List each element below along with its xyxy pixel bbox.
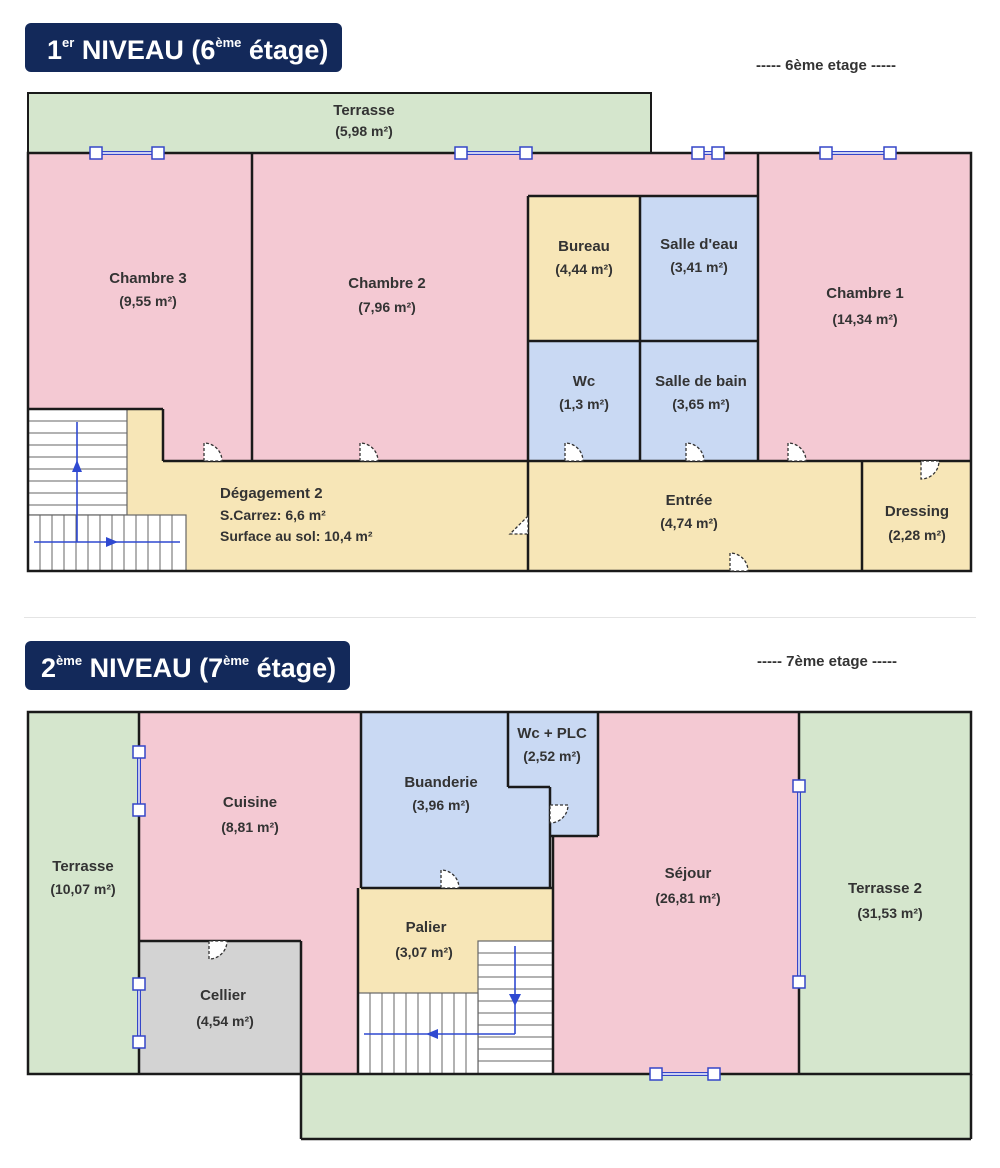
staircase-icon bbox=[357, 940, 554, 1075]
label-terrasse-area: (5,98 m²) bbox=[335, 123, 393, 139]
label-wc-plc-area: (2,52 m²) bbox=[523, 748, 581, 764]
label-terrasse-2-name: Terrasse 2 bbox=[848, 880, 922, 897]
window-icon bbox=[89, 146, 897, 160]
walls-level-2 bbox=[26, 710, 973, 1141]
label-sejour-area: (26,81 m²) bbox=[655, 890, 720, 906]
room-cellier bbox=[139, 941, 301, 1074]
room-wc-plc bbox=[508, 712, 598, 836]
label-buanderie-name: Buanderie bbox=[404, 774, 477, 791]
level-1-title: 1er NIVEAU (6ème étage) bbox=[25, 23, 343, 72]
label-cellier-name: Cellier bbox=[200, 987, 246, 1004]
label-cuisine-area: (8,81 m²) bbox=[221, 819, 279, 835]
door-swing-icon bbox=[203, 442, 940, 572]
label-bureau-name: Bureau bbox=[558, 238, 610, 255]
label-terrasse-name: Terrasse bbox=[333, 102, 394, 119]
label-cellier-area: (4,54 m²) bbox=[196, 1013, 254, 1029]
label-wc-plc-name: Wc + PLC bbox=[517, 725, 587, 742]
label-degagement-2-name: Dégagement 2 bbox=[220, 485, 323, 502]
room-sejour bbox=[553, 712, 799, 1074]
level-1-title-main: NIVEAU (6 bbox=[74, 35, 216, 65]
room-top-strip bbox=[528, 153, 758, 196]
label-entree-area: (4,74 m²) bbox=[660, 515, 718, 531]
label-palier-area: (3,07 m²) bbox=[395, 944, 453, 960]
label-palier-name: Palier bbox=[406, 919, 447, 936]
room-salle-bain bbox=[640, 341, 758, 461]
section-divider bbox=[24, 617, 976, 618]
room-chambre-3 bbox=[28, 153, 252, 409]
level-1-title-sup2: ème bbox=[215, 35, 242, 50]
level-1-title-sup: er bbox=[62, 35, 75, 50]
label-bureau-area: (4,44 m²) bbox=[555, 261, 613, 277]
label-entree-name: Entrée bbox=[666, 492, 713, 509]
room-entree bbox=[528, 461, 862, 571]
label-terrasse-2-area: (31,53 m²) bbox=[857, 905, 922, 921]
level-1-floor-label: ----- 6ème etage ----- bbox=[756, 57, 897, 74]
label-cuisine-name: Cuisine bbox=[223, 794, 277, 811]
room-dressing bbox=[862, 461, 971, 571]
room-chambre-1 bbox=[758, 153, 971, 461]
label-sejour-name: Séjour bbox=[665, 865, 712, 882]
label-salle-eau-area: (3,41 m²) bbox=[670, 259, 728, 275]
room-terrasse-2 bbox=[301, 712, 971, 1139]
room-terrasse bbox=[27, 92, 652, 154]
room-terrasse bbox=[28, 712, 139, 1074]
label-salle-bain-name: Salle de bain bbox=[655, 373, 747, 390]
label-salle-bain-area: (3,65 m²) bbox=[672, 396, 730, 412]
level-2-title-number: 2 bbox=[41, 653, 57, 683]
level-2-title: 2ème NIVEAU (7ème étage) bbox=[25, 641, 351, 690]
label-degagement-2-surface: Surface au sol: 10,4 m² bbox=[220, 528, 373, 544]
window-icon bbox=[132, 745, 806, 1081]
room-bureau bbox=[528, 196, 640, 341]
label-dressing-area: (2,28 m²) bbox=[888, 527, 946, 543]
room-salle-eau bbox=[640, 196, 758, 341]
label-dressing-name: Dressing bbox=[885, 503, 949, 520]
level-1-title-number: 1 bbox=[47, 35, 63, 65]
staircase-icon bbox=[27, 408, 187, 572]
label-buanderie-area: (3,96 m²) bbox=[412, 797, 470, 813]
label-terrasse-area: (10,07 m²) bbox=[50, 881, 115, 897]
label-terrasse-name: Terrasse bbox=[52, 858, 113, 875]
label-chambre-3-name: Chambre 3 bbox=[109, 270, 187, 287]
label-chambre-1-name: Chambre 1 bbox=[826, 285, 904, 302]
label-chambre-2-name: Chambre 2 bbox=[348, 275, 426, 292]
room-chambre-2 bbox=[252, 153, 528, 461]
label-chambre-1-area: (14,34 m²) bbox=[832, 311, 897, 327]
room-wc bbox=[528, 341, 640, 461]
level-2-floor-label: ----- 7ème etage ----- bbox=[757, 653, 898, 670]
level-1-title-end: étage) bbox=[241, 35, 329, 65]
level-2-title-sup: ème bbox=[56, 653, 83, 668]
door-swing-icon bbox=[208, 804, 569, 960]
level-2-title-main: NIVEAU (7 bbox=[82, 653, 224, 683]
label-chambre-2-area: (7,96 m²) bbox=[358, 299, 416, 315]
label-degagement-2-carrez: S.Carrez: 6,6 m² bbox=[220, 507, 326, 523]
room-buanderie bbox=[361, 712, 550, 888]
label-wc-name: Wc bbox=[573, 373, 596, 390]
label-wc-area: (1,3 m²) bbox=[559, 396, 609, 412]
label-salle-eau-name: Salle d'eau bbox=[660, 236, 738, 253]
floor-plan-level-1: Terrasse (5,98 m²) Chambre 3 (9,55 m²) C… bbox=[26, 92, 973, 573]
label-chambre-3-area: (9,55 m²) bbox=[119, 293, 177, 309]
level-2-title-sup2: ème bbox=[223, 653, 250, 668]
level-2-title-end: étage) bbox=[249, 653, 337, 683]
